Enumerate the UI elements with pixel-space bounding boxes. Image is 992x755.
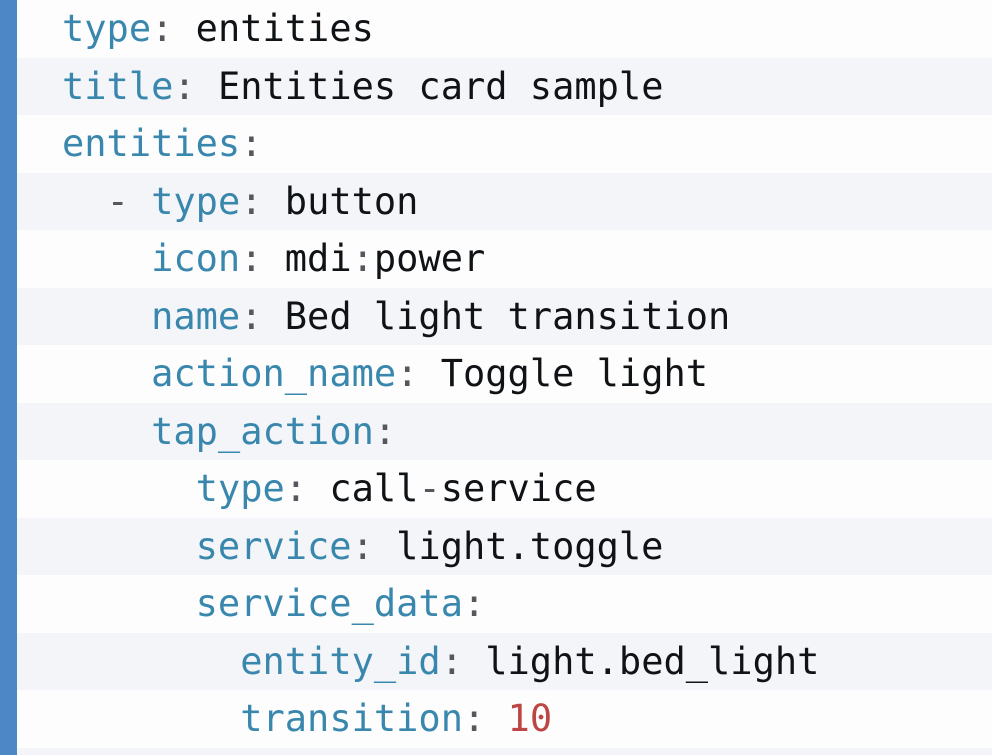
yaml-key-token: type [151,179,241,223]
yaml-punct-token: : [284,467,308,510]
yaml-key-token: type [195,467,285,510]
code-line[interactable]: - type: divider [17,747,992,755]
yaml-punct-token: : [240,294,263,338]
yaml-key-token: action_name [151,352,397,395]
yaml-punct-token: : [240,179,263,223]
code-line[interactable]: service_data: [17,575,992,633]
code-line[interactable]: transition: 10 [17,690,992,748]
yaml-punct-token: - [418,467,441,510]
yaml-value-token [62,410,151,453]
yaml-punct-token: : [240,122,263,165]
yaml-punct-token: : [173,64,196,108]
yaml-key-token: entity_id [240,639,441,683]
yaml-number-token: 10 [507,697,553,740]
yaml-value-token: power [373,237,486,280]
yaml-value-token: button [262,179,419,223]
yaml-punct-token: : [440,639,463,683]
code-line[interactable]: entities: [17,115,992,173]
code-line[interactable]: action_name: Toggle light [17,345,992,403]
yaml-value-token: entities [173,7,374,50]
yaml-value-token: Bed light transition [262,294,731,338]
code-line[interactable]: type: entities [17,0,992,58]
yaml-value-token: Entities card sample [195,64,664,108]
yaml-value-token [62,525,196,568]
yaml-key-token: name [151,294,241,338]
accent-bar [0,0,17,755]
code-line[interactable]: icon: mdi:power [17,230,992,288]
yaml-value-token [62,237,151,280]
yaml-key-token: title [62,64,174,108]
yaml-key-token: transition [240,697,463,740]
yaml-value-token: light.bed_light [462,639,820,683]
yaml-value-token: Toggle light [418,352,709,395]
yaml-value-token: service [440,467,597,510]
code-line[interactable]: tap_action: [17,402,992,460]
yaml-value-token [62,697,240,740]
yaml-punct-token: : [373,409,397,453]
yaml-key-token: service_data [195,582,463,625]
yaml-value-token [485,697,507,740]
code-line[interactable]: - type: button [17,172,992,230]
yaml-key-token: service [195,524,352,568]
yaml-value-token [62,180,107,223]
code-line[interactable]: service: light.toggle [17,517,992,575]
code-line[interactable]: type: call-service [17,460,992,518]
yaml-punct-token: : [462,582,486,625]
yaml-value-token [62,582,196,625]
yaml-punct-token: : [351,237,374,280]
yaml-punct-token: : [396,352,419,395]
yaml-value-token [62,352,151,395]
yaml-value-token [62,467,196,510]
yaml-value-token: light.toggle [373,524,664,568]
yaml-key-token: type [62,7,152,50]
code-line[interactable]: entity_id: light.bed_light [17,632,992,690]
yaml-punct-token: : [351,524,374,568]
yaml-key-token: tap_action [151,409,374,453]
yaml-value-token: call [307,467,419,510]
yaml-value-token [62,295,151,338]
yaml-punct-token: : [151,7,174,50]
yaml-punct-token: : [462,697,486,740]
code-line[interactable]: title: Entities card sample [17,57,992,115]
yaml-punct-token: - [106,179,129,223]
yaml-punct-token: : [240,237,263,280]
yaml-key-token: entities [62,122,241,165]
yaml-value-token [62,640,240,683]
yaml-value-token: mdi [262,237,352,280]
yaml-key-token: icon [151,237,241,280]
yaml-value-token [129,180,151,223]
code-line[interactable]: name: Bed light transition [17,287,992,345]
